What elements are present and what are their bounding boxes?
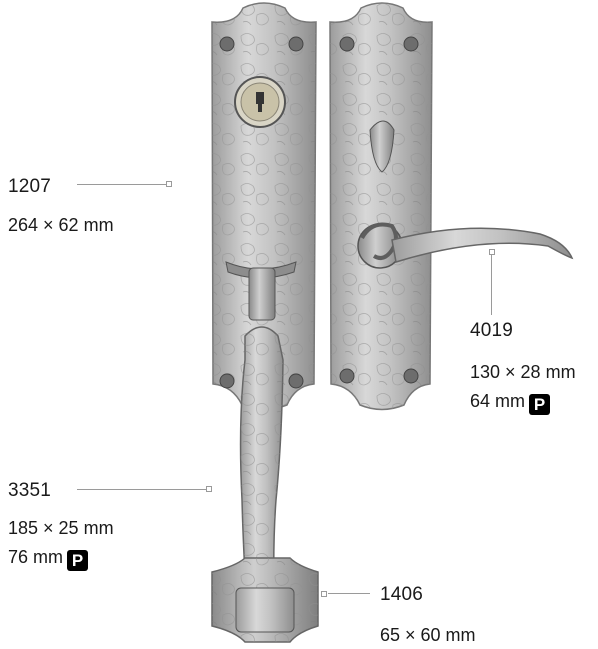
escutcheon-plate-left [211, 2, 317, 411]
part-extra-lever-value: 64 mm [470, 391, 526, 411]
part-code-plate-left: 1207 [8, 176, 52, 197]
part-extra-grip-value: 76 mm [8, 547, 64, 567]
leader-node-lever [489, 249, 495, 255]
leader-line-base [328, 593, 370, 594]
grip-base [211, 557, 319, 643]
escutcheon-plate-right [329, 2, 433, 411]
lever-handle [357, 222, 574, 269]
grip-handle [239, 326, 284, 595]
leader-line-plate-left [77, 184, 168, 185]
part-dimensions-lever: 130 × 28 mm [470, 362, 576, 382]
leader-node-grip [206, 486, 212, 492]
p-badge-icon: P [529, 394, 551, 415]
leader-node-plate-left [166, 181, 172, 187]
part-dimensions-base: 65 × 60 mm [380, 625, 476, 645]
part-code-lever: 4019 [470, 320, 514, 341]
part-code-base: 1406 [380, 584, 424, 605]
leader-line-grip [77, 489, 207, 490]
leader-node-base [321, 591, 327, 597]
leader-line-lever [491, 255, 492, 315]
part-dimensions-plate-left: 264 × 62 mm [8, 215, 114, 235]
part-dimensions-grip: 185 × 25 mm [8, 518, 114, 538]
part-code-grip: 3351 [8, 480, 52, 501]
p-badge-icon: P [67, 550, 89, 571]
